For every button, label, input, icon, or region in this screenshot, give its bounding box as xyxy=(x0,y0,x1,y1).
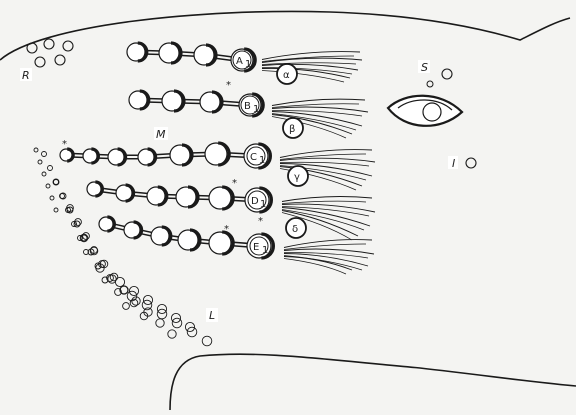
follicle xyxy=(87,182,102,196)
follicle xyxy=(129,91,149,109)
lip-follicle xyxy=(108,275,116,283)
lip-follicle xyxy=(42,172,46,176)
lip-follicle xyxy=(187,327,197,337)
follicle xyxy=(178,230,200,250)
whisker-hair xyxy=(282,204,375,212)
label-b1: B xyxy=(244,101,251,112)
follicle xyxy=(205,143,229,165)
follicle xyxy=(99,217,114,231)
label-l: L xyxy=(209,309,215,322)
label-s: S xyxy=(421,61,428,74)
follicle xyxy=(162,91,184,111)
lip-follicle xyxy=(48,166,53,171)
follicle xyxy=(116,185,134,201)
s-follicle-small xyxy=(427,81,433,87)
whisker-hair xyxy=(284,240,372,248)
follicle xyxy=(60,149,73,161)
label-e1: E xyxy=(253,242,259,253)
lip-follicle xyxy=(34,148,38,152)
lip-follicle xyxy=(42,152,47,157)
asterisk-1: * xyxy=(226,80,231,91)
lip-follicle xyxy=(110,273,118,281)
follicle xyxy=(138,149,156,165)
whisker-row-e xyxy=(99,217,374,274)
whisker-row-c xyxy=(60,143,375,190)
asterisk-3: * xyxy=(232,178,237,189)
lip-follicle xyxy=(54,180,59,185)
whisker-hair xyxy=(284,254,368,267)
whisker-hair xyxy=(284,257,352,271)
eye xyxy=(388,96,462,126)
follicle xyxy=(124,222,142,238)
label-a1-sub: 1 xyxy=(245,59,251,70)
follicle xyxy=(170,145,192,165)
label-d1-sub: 1 xyxy=(260,199,266,210)
lip-follicle xyxy=(156,319,164,327)
follicle xyxy=(159,43,181,63)
asterisk-4: * xyxy=(224,224,229,235)
r-follicle-cluster xyxy=(27,39,73,67)
whisker-hair xyxy=(262,68,350,78)
label-i: I xyxy=(452,157,455,170)
whisker-hair xyxy=(262,58,362,62)
lip-follicle xyxy=(50,196,54,200)
label-b1-sub: 1 xyxy=(253,104,259,115)
label-gamma: γ xyxy=(294,172,300,183)
label-c1-sub: 1 xyxy=(259,155,265,166)
lip-follicle xyxy=(115,277,124,286)
follicle xyxy=(83,149,98,163)
follicle xyxy=(147,187,167,205)
lip-follicle xyxy=(168,330,176,338)
label-c1: C xyxy=(250,152,257,163)
follicle xyxy=(151,227,171,245)
asterisk-5: * xyxy=(258,216,263,227)
follicle xyxy=(209,187,233,209)
lip-follicle xyxy=(172,318,182,328)
lip-follicle xyxy=(123,303,130,310)
whisker-hair xyxy=(280,158,375,162)
label-e1-sub: 1 xyxy=(262,245,268,256)
label-m: M xyxy=(156,128,166,141)
whisker-hair xyxy=(272,107,368,112)
follicle xyxy=(209,232,233,254)
i-follicle xyxy=(466,158,476,168)
follicle xyxy=(176,187,198,207)
label-alpha: α xyxy=(283,70,290,81)
lip-follicle xyxy=(46,184,50,188)
label-beta: β xyxy=(289,124,295,135)
lip-follicle xyxy=(202,336,212,346)
label-r: R xyxy=(22,69,30,82)
follicle xyxy=(127,43,147,61)
follicle xyxy=(194,45,216,65)
label-d1: D xyxy=(251,196,259,207)
s-follicle xyxy=(442,69,452,79)
label-a1: A xyxy=(236,56,243,67)
lip-follicle xyxy=(81,235,87,241)
follicle xyxy=(108,149,126,165)
whisker-rows xyxy=(60,43,375,274)
asterisk-2: * xyxy=(62,139,67,150)
whisker-hair xyxy=(284,249,374,254)
jaw-outline xyxy=(170,354,576,410)
lip-follicle xyxy=(38,160,42,164)
label-delta: δ xyxy=(292,224,298,235)
whisker-hair xyxy=(282,196,372,201)
lip-follicle xyxy=(54,208,58,212)
head-outline xyxy=(0,11,570,60)
whisker-hair xyxy=(280,150,372,158)
follicle xyxy=(200,92,222,112)
